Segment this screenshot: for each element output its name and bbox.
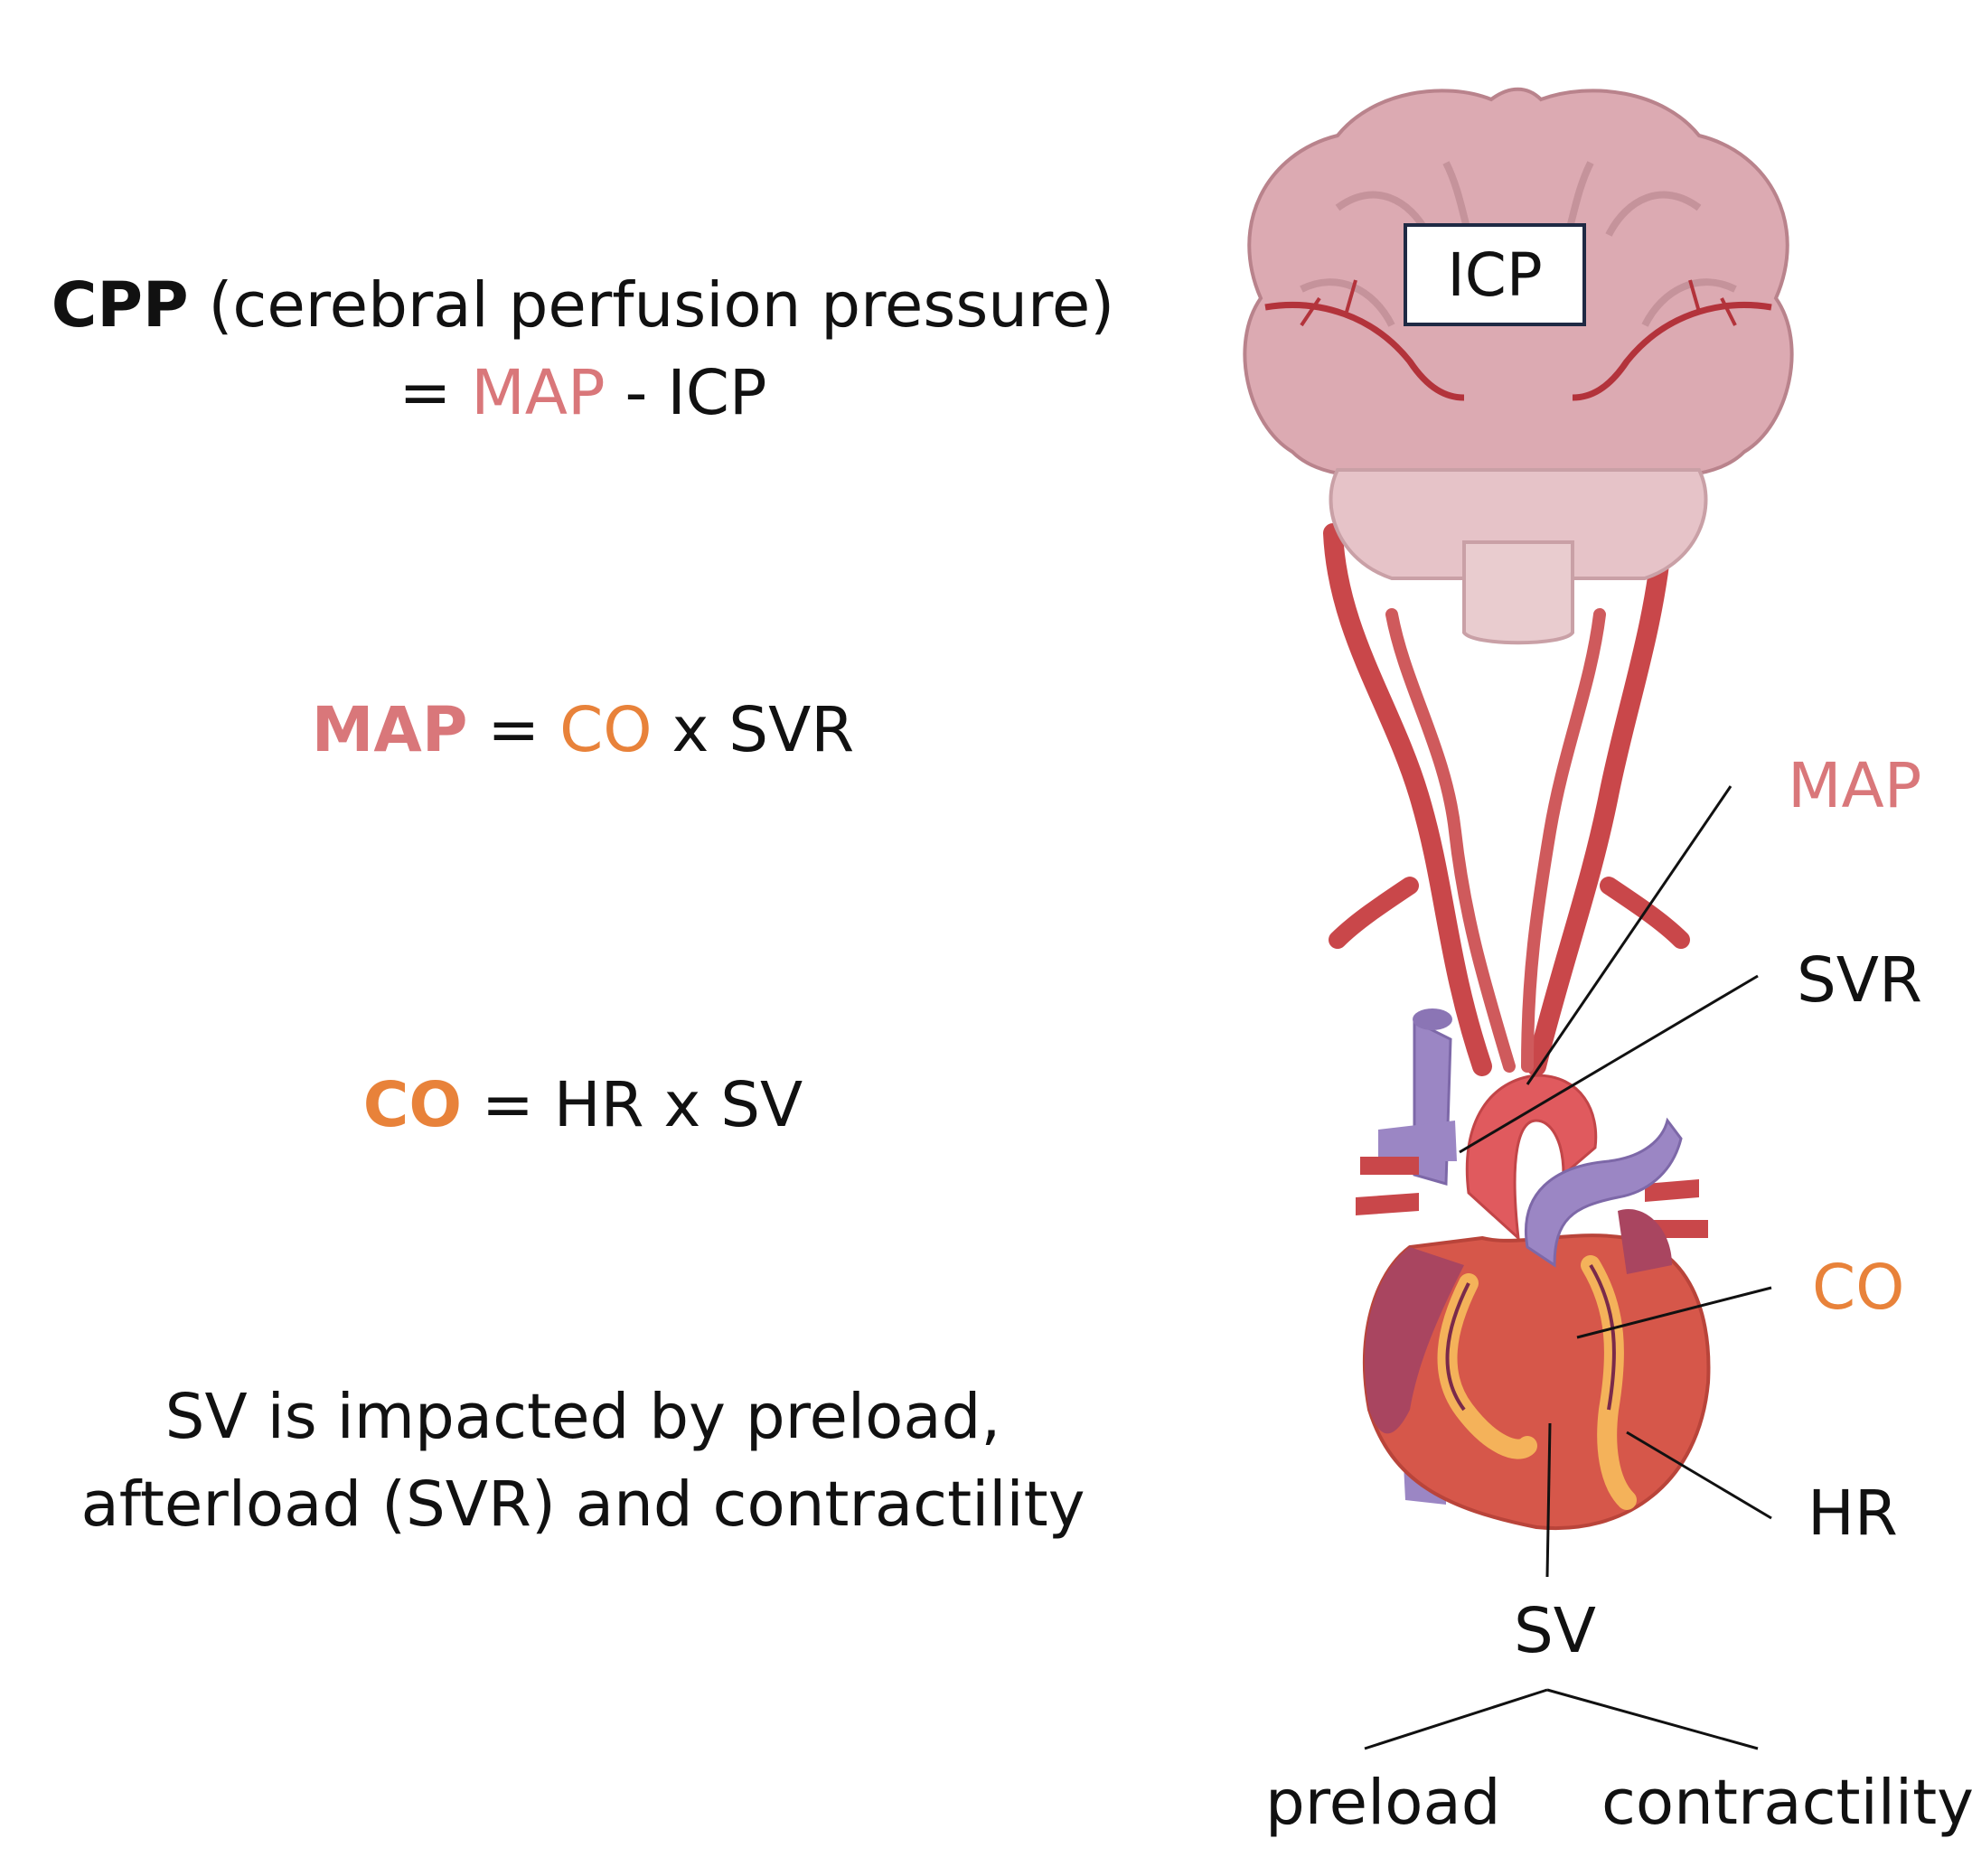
co-leader-line: [1576, 1286, 1772, 1339]
co-label: CO: [1812, 1252, 1905, 1324]
sv-note-line2: afterload (SVR) and contractility: [80, 1468, 1085, 1541]
icp-label: ICP: [1447, 239, 1543, 310]
sv-note: SV is impacted by preload, afterload (SV…: [18, 1374, 1148, 1548]
sv-label: SV: [1514, 1595, 1597, 1667]
sv-note-line1: SV is impacted by preload,: [164, 1381, 1001, 1453]
cpp-icp-term: - ICP: [605, 356, 767, 429]
cpp-equation: CPP (cerebral perfusion pressure) = MAP …: [18, 262, 1148, 436]
preload-branch-line: [1364, 1688, 1548, 1750]
cpp-eq-sign: =: [399, 356, 472, 429]
cpp-definition: (cerebral perfusion pressure): [188, 269, 1115, 342]
co-term: CO: [362, 1069, 463, 1141]
heart-illustration: [1356, 1008, 1711, 1531]
co-equation: CO = HR x SV: [18, 1062, 1148, 1149]
sv-leader-line: [1545, 1422, 1552, 1578]
map-term: MAP: [311, 694, 468, 766]
cpp-term: CPP: [51, 269, 189, 342]
contractility-label: contractility: [1601, 1767, 1972, 1839]
map-leader-line: [1526, 785, 1733, 1085]
leader-lines: [1364, 785, 1772, 1750]
cpp-map-term: MAP: [471, 356, 606, 429]
co-rhs: = HR x SV: [462, 1069, 803, 1141]
preload-label: preload: [1265, 1767, 1501, 1839]
cpp-equation-line1: CPP (cerebral perfusion pressure): [52, 269, 1114, 342]
map-equation: MAP = CO x SVR: [18, 687, 1148, 774]
carotid-arteries-illustration: [1323, 523, 1690, 1076]
icp-label-box: ICP: [1404, 223, 1586, 326]
hr-leader-line: [1626, 1430, 1772, 1520]
map-label: MAP: [1788, 750, 1922, 822]
contractility-branch-line: [1546, 1688, 1759, 1750]
map-co-term: CO: [559, 694, 653, 766]
map-svr-term: x SVR: [652, 694, 855, 766]
svr-leader-line: [1459, 974, 1759, 1154]
map-eq-sign: =: [467, 694, 560, 766]
hr-label: HR: [1808, 1477, 1898, 1550]
cpp-equation-line2: = MAP - ICP: [18, 350, 1148, 437]
svr-label: SVR: [1797, 944, 1922, 1017]
